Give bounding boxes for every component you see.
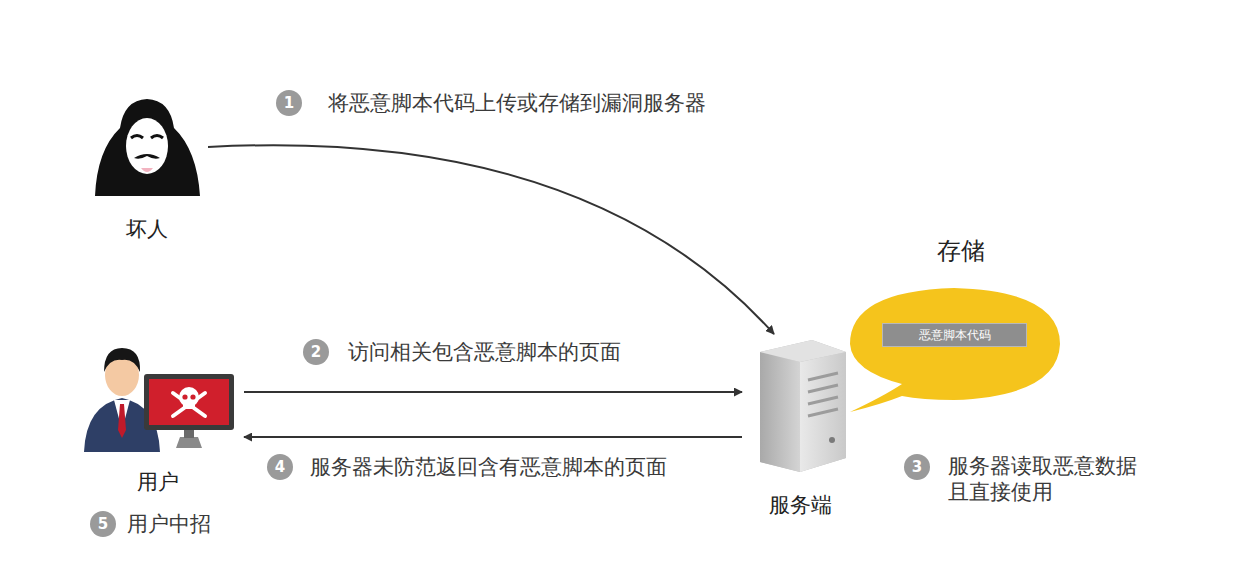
callout-number: 3 — [904, 454, 930, 480]
flow-arrow — [208, 145, 774, 334]
step-note: 用户中招 — [127, 511, 211, 537]
user-icon — [84, 348, 234, 452]
node-label: 用户 — [72, 469, 244, 495]
hacker-node: 坏人 — [82, 95, 212, 242]
edge-label: 服务器未防范返回含有恶意脚本的页面 — [310, 454, 667, 480]
flow-arrow — [244, 436, 742, 438]
callout-number: 5 — [90, 511, 116, 537]
node-label: 服务端 — [742, 492, 858, 518]
step-note: 服务器读取恶意数据 且直接使用 — [948, 453, 1150, 505]
flow-arrow — [244, 391, 742, 393]
storage-node: 存储恶意脚本代码 — [842, 236, 1079, 412]
user-node: 用户 — [72, 338, 244, 495]
script-code-box: 恶意脚本代码 — [882, 323, 1027, 347]
hacker-icon — [95, 99, 200, 196]
callout-number: 2 — [303, 339, 329, 365]
callout-number: 1 — [276, 90, 302, 116]
edge-label: 访问相关包含恶意脚本的页面 — [348, 339, 621, 365]
edge-label: 将恶意脚本代码上传或存储到漏洞服务器 — [328, 90, 706, 116]
server-icon — [760, 340, 846, 472]
server-node: 服务端 — [742, 338, 858, 518]
node-label: 坏人 — [82, 216, 212, 242]
node-label: 存储 — [842, 236, 1079, 266]
box-label: 恶意脚本代码 — [883, 324, 1026, 346]
callout-number: 4 — [267, 454, 293, 480]
skull-symbol — [173, 387, 205, 416]
